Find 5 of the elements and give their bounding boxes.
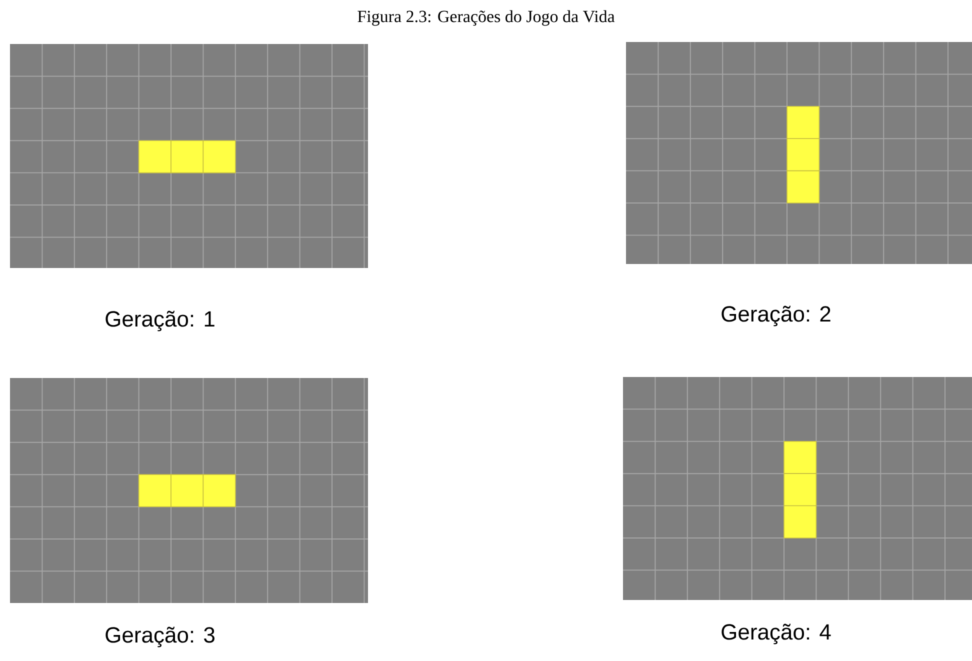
generation-label: Geração: 1 [106, 310, 214, 332]
generation-label: Geração: 4 [722, 624, 831, 644]
generation-label: Geração: 3 [106, 626, 214, 648]
generation-label: Geração: 2 [722, 306, 830, 326]
figure-title: Figura 2.3: Gerações do Jogo da Vida [358, 10, 615, 26]
